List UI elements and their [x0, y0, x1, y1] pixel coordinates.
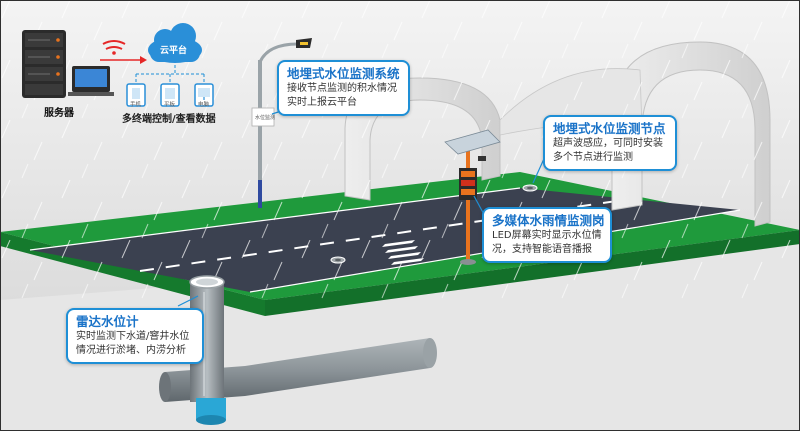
server-label: 服务器 [44, 108, 74, 119]
callout-multimedia: 多媒体水雨情监测岗 LED屏幕实时显示水位情 况，支持智能语音播报 [482, 207, 612, 263]
monitor-icon [194, 83, 214, 107]
tablet-icon [160, 83, 180, 107]
pole-box-label: 水位监测 [255, 115, 276, 121]
terminal-label-phone: 手机 [130, 102, 142, 108]
callout-node: 地埋式水位监测节点 超声波感应，可同时安装 多个节点进行监测 [543, 115, 677, 171]
callout-node-desc: 超声波感应，可同时安装 多个节点进行监测 [553, 138, 663, 163]
callout-multimedia-title: 多媒体水雨情监测岗 [492, 213, 605, 228]
terminals-caption: 多终端控制/查看数据 [122, 114, 216, 125]
callout-node-title: 地埋式水位监测节点 [553, 121, 666, 136]
server-monitor-icon [68, 66, 114, 96]
terminal-label-pc: 电脑 [198, 102, 210, 108]
cloud-label: 云平台 [160, 46, 188, 56]
callout-multimedia-desc: LED屏幕实时显示水位情 况，支持智能语音播报 [492, 230, 602, 255]
solar-panel [444, 129, 501, 155]
drain-pipe [159, 338, 437, 402]
callout-system-desc: 接收节点监测的积水情况 实时上报云平台 [287, 83, 397, 108]
callout-radar-title: 雷达水位计 [76, 314, 139, 329]
street-light-pole [251, 38, 312, 208]
multimedia-station [444, 129, 501, 265]
cloud-icon [148, 23, 202, 63]
pole-monitor-box [251, 107, 275, 127]
callout-radar: 雷达水位计 实时监测下水道/窨井水位 情况进行淤堵、内涝分析 [66, 308, 204, 364]
server-rack-icon [22, 30, 66, 98]
terminal-label-tablet: 平板 [164, 102, 176, 108]
rain-overlay [0, 0, 800, 300]
callout-system-title: 地埋式水位监测系统 [287, 66, 400, 81]
callout-radar-desc: 实时监测下水道/窨井水位 情况进行淤堵、内涝分析 [76, 331, 190, 356]
water-level [196, 398, 226, 420]
phone-icon [126, 83, 146, 107]
callout-system: 地埋式水位监测系统 接收节点监测的积水情况 实时上报云平台 [277, 60, 410, 116]
